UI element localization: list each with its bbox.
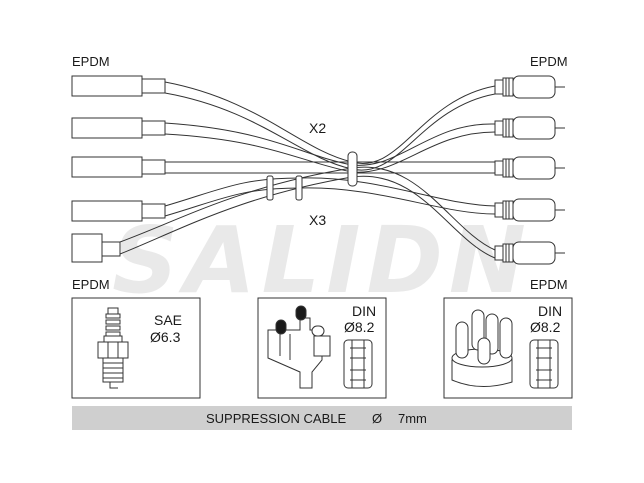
spark-plug-panel (71, 297, 201, 399)
cable-clips (266, 151, 358, 201)
footer-bar (72, 406, 572, 430)
panel-din-title-1: DIN (352, 303, 376, 319)
panel-sae-size: Ø6.3 (150, 329, 181, 345)
connector-din-icon (343, 339, 373, 389)
spark-plug-icon (97, 307, 129, 389)
epdm-label-top-right: EPDM (530, 54, 568, 69)
watermark: SALIDN (112, 207, 532, 314)
epdm-label-bottom-left: EPDM (72, 277, 110, 292)
right-boots (494, 75, 565, 265)
epdm-label-bottom-right: EPDM (530, 277, 568, 292)
panel-din-size-1: Ø8.2 (344, 319, 375, 335)
cable-label: SUPPRESSION CABLE (206, 411, 346, 426)
distributor-cap-icon (451, 309, 513, 387)
epdm-label-top-left: EPDM (72, 54, 110, 69)
panel-din-title-2: DIN (538, 303, 562, 319)
left-boots (71, 75, 166, 263)
quantity-label-x3: X3 (309, 212, 326, 228)
diameter-value: 7mm (398, 411, 427, 426)
panel-sae-title: SAE (154, 312, 182, 328)
diameter-symbol: Ø (372, 411, 382, 426)
panel-din-size-2: Ø8.2 (530, 319, 561, 335)
ignition-coil-icon (267, 305, 331, 389)
quantity-label-x2: X2 (309, 120, 326, 136)
connector-din-icon-2 (529, 339, 559, 389)
